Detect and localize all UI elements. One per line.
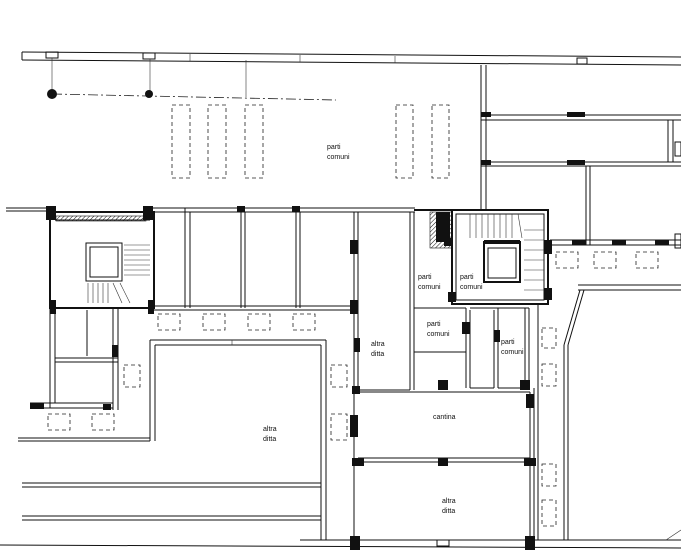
middle-rooms-row bbox=[152, 206, 415, 390]
left-lower-rooms bbox=[18, 308, 156, 442]
right-top-block bbox=[480, 65, 681, 249]
center-room bbox=[150, 339, 348, 540]
stair-left bbox=[87, 244, 150, 304]
cantina-room bbox=[352, 388, 536, 545]
left-stair-block bbox=[46, 206, 155, 314]
left-exterior bbox=[6, 207, 50, 212]
right-stair-block bbox=[414, 209, 659, 305]
bottom-strip bbox=[0, 482, 681, 549]
label-cantina: cantina bbox=[433, 414, 456, 421]
bottom-columns bbox=[350, 536, 535, 550]
right-corridor bbox=[537, 284, 681, 541]
stair-right bbox=[469, 213, 544, 291]
parking-bays bbox=[171, 104, 450, 179]
mid-room-blocks bbox=[414, 307, 530, 390]
center-vertical-room bbox=[350, 212, 415, 545]
top-boundary bbox=[21, 51, 681, 66]
dashdot-axis bbox=[47, 58, 337, 101]
